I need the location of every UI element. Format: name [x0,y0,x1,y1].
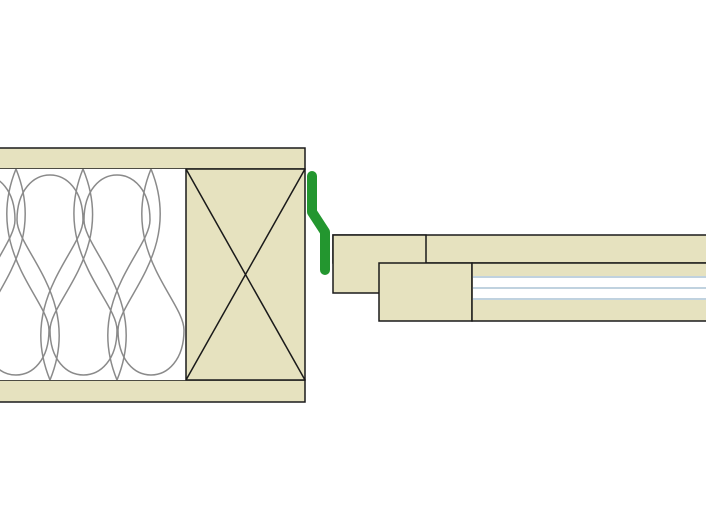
insulation-loop [16,174,84,380]
insulation-loop [49,169,118,376]
z-flashing [307,171,330,275]
insulation-loop [83,174,151,380]
insulation-batt [0,169,186,380]
top-sheathing-layer [0,147,306,170]
insulation-loop [0,169,50,376]
insulation-cavity [0,169,186,380]
bottom-sheathing-layer [0,379,306,403]
stud-cross-line [185,168,306,381]
window-frame-step [378,262,473,322]
glazing-unit [473,276,706,300]
insulation-loop [117,169,185,376]
stud-block [185,168,306,381]
